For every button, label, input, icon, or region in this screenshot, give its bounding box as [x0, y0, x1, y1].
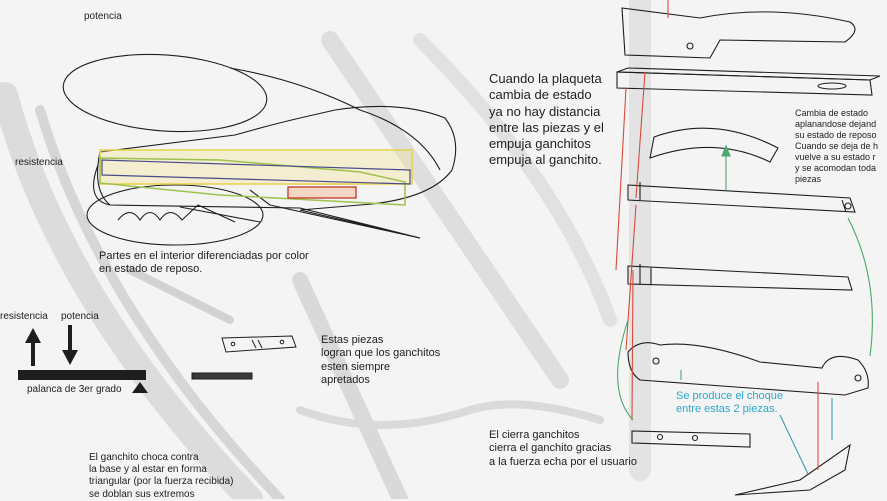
- base-plate-part: [627, 265, 853, 291]
- label-potencia-top: potencia: [84, 11, 122, 22]
- green-arrows: [617, 144, 873, 421]
- yellow-highlight: [99, 149, 413, 185]
- label-cierra-ganchitos: El cierra ganchitos cierra el ganchito g…: [489, 429, 637, 468]
- label-resistencia-lever: resistencia: [0, 311, 48, 322]
- lever-diagram: [18, 325, 148, 393]
- label-palanca: palanca de 3er grado: [27, 384, 122, 395]
- label-estas-piezas: Estas piezas logran que los ganchitos es…: [321, 334, 441, 387]
- green-highlight: [99, 157, 406, 206]
- potencia-ellipse: [62, 53, 268, 133]
- cierra-ganchitos-part: [631, 430, 751, 448]
- red-arrows: [615, 0, 819, 470]
- triangle-fulcrum-icon: [132, 382, 148, 393]
- label-ganchito-choca: El ganchito choca contra la base y al es…: [89, 452, 234, 500]
- stapler-outline: [97, 105, 457, 239]
- ganchito-part: [627, 342, 869, 396]
- label-potencia-lever: potencia: [61, 311, 99, 322]
- ghost-background: [0, 0, 651, 499]
- label-cuando-plaqueta: Cuando la plaqueta cambia de estado ya n…: [489, 71, 604, 168]
- resistencia-ellipse: [86, 184, 264, 246]
- empuja-ganchitos-part: [627, 184, 856, 213]
- label-partes-interior: Partes en el interior diferenciadas por …: [99, 250, 309, 276]
- blue-plate: [101, 159, 411, 185]
- top-lever-part: [621, 7, 856, 59]
- stapler-section: [62, 53, 457, 246]
- lever-bar: [18, 370, 146, 380]
- label-resistencia-top: resistencia: [15, 157, 63, 168]
- red-piece: [287, 186, 357, 199]
- label-cambia-estado: Cambia de estado aplanandose dejand su e…: [795, 108, 879, 184]
- curved-spring: [649, 127, 779, 163]
- label-se-produce: Se produce el choque entre estas 2 pieza…: [676, 390, 784, 416]
- exploded-parts: [616, 7, 881, 496]
- teal-arrows: [779, 398, 833, 475]
- small-pieces: [191, 335, 297, 380]
